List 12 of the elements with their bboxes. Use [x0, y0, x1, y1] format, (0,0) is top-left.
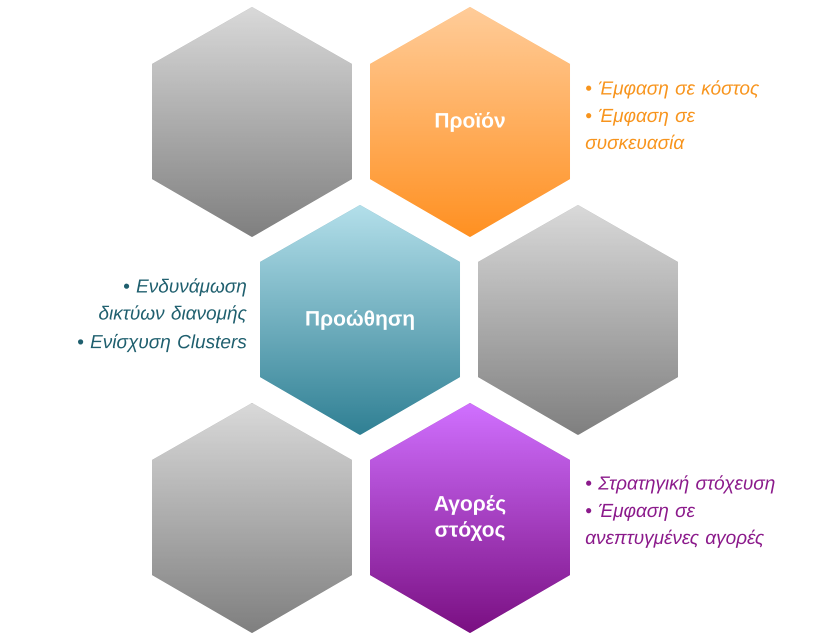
hexagon [152, 403, 352, 633]
bullet-text: • Ενίσχυση Clusters [78, 334, 246, 352]
bullet-text: • Έμφαση σε ανεπτυγμένες αγορές [586, 504, 764, 548]
hexagon-label-box: Αγορές στόχος [370, 403, 570, 633]
bullet-text: • Ενδυνάμωση δικτύων διανομής [99, 278, 247, 324]
bullet-text: • Έμφαση σε συσκευασία [586, 108, 696, 150]
hexagon [152, 7, 352, 237]
bullet-text: • Στρατηγική στόχευση [586, 475, 774, 494]
hexagon-label-box: Προϊόν [370, 7, 570, 237]
bullet-text: • Έμφαση σε κόστος [586, 80, 760, 98]
hexagon-label-box: Προώθηση [260, 205, 460, 435]
hexagon [478, 205, 678, 435]
